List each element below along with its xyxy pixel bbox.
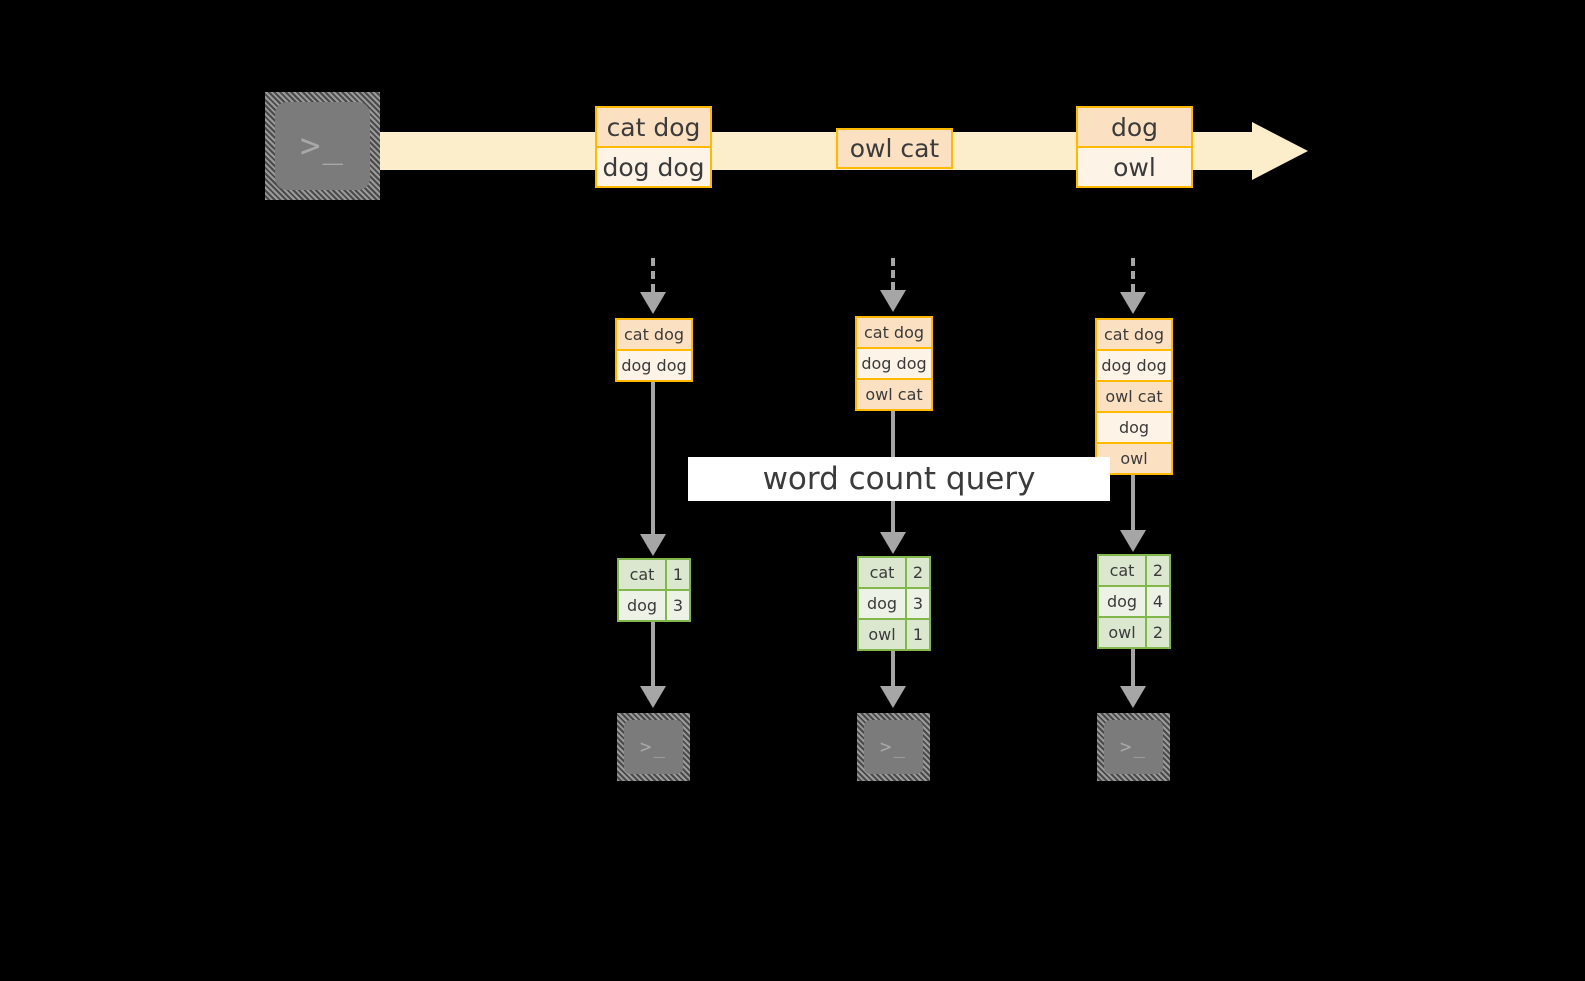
snapshot-2-event-log[interactable]: cat dog dog dog owl cat	[855, 316, 933, 411]
snapshot-1-sink-arrowhead	[640, 686, 666, 708]
log-entry: dog dog	[857, 347, 931, 378]
snapshot-1-event-log[interactable]: cat dog dog dog	[615, 318, 693, 382]
stream-event-line: dog dog	[597, 146, 710, 186]
result-word: dog	[859, 589, 905, 618]
sink-terminal-prompt-glyph: >_	[640, 736, 667, 758]
result-count: 2	[1145, 618, 1169, 647]
log-entry: dog	[1097, 411, 1171, 442]
result-count: 2	[1145, 556, 1169, 585]
stream-event-group-3[interactable]: dog owl	[1076, 106, 1193, 188]
sink-terminal-screen	[864, 720, 923, 774]
snapshot-3-trigger-arrowhead	[1120, 292, 1146, 314]
table-row: dog 4	[1099, 585, 1169, 616]
query-label: word count query	[688, 457, 1110, 501]
snapshot-2-sink-terminal-icon[interactable]: >_	[857, 713, 930, 781]
result-count: 2	[905, 558, 929, 587]
snapshot-2-result-table[interactable]: cat 2 dog 3 owl 1	[857, 556, 931, 651]
result-count: 1	[905, 620, 929, 649]
snapshot-3-sink-terminal-icon[interactable]: >_	[1097, 713, 1170, 781]
result-count: 3	[665, 591, 689, 620]
snapshot-1-query-line	[651, 382, 655, 534]
result-word: cat	[1099, 556, 1145, 585]
snapshot-2-trigger-arrowhead	[880, 290, 906, 312]
snapshot-3-event-log[interactable]: cat dog dog dog owl cat dog owl	[1095, 318, 1173, 475]
stream-event-group-1[interactable]: cat dog dog dog	[595, 106, 712, 188]
snapshot-2-query-arrowhead	[880, 532, 906, 554]
snapshot-2-sink-arrowhead	[880, 686, 906, 708]
log-entry: cat dog	[1097, 320, 1171, 349]
table-row: dog 3	[619, 589, 689, 620]
snapshot-3-sink-arrowhead	[1120, 686, 1146, 708]
sink-terminal-prompt-glyph: >_	[1120, 736, 1147, 758]
source-terminal-screen	[275, 102, 370, 190]
table-row: owl 1	[859, 618, 929, 649]
result-count: 4	[1145, 587, 1169, 616]
table-row: cat 2	[1099, 556, 1169, 585]
result-word: cat	[859, 558, 905, 587]
result-count: 3	[905, 589, 929, 618]
result-count: 1	[665, 560, 689, 589]
snapshot-1-query-arrowhead	[640, 534, 666, 556]
table-row: cat 2	[859, 558, 929, 587]
sink-terminal-screen	[624, 720, 683, 774]
stream-event-line: cat dog	[597, 108, 710, 146]
table-row: dog 3	[859, 587, 929, 618]
sink-terminal-prompt-glyph: >_	[880, 736, 907, 758]
snapshot-1-sink-line	[651, 622, 655, 686]
result-word: dog	[619, 591, 665, 620]
snapshot-3-query-line	[1131, 475, 1135, 530]
result-word: owl	[1099, 618, 1145, 647]
log-entry: dog dog	[1097, 349, 1171, 380]
stream-event-line: dog	[1078, 108, 1191, 146]
snapshot-3-query-arrowhead	[1120, 530, 1146, 552]
source-terminal-prompt-glyph: >_	[300, 126, 345, 166]
snapshot-3-sink-line	[1131, 649, 1135, 686]
result-word: dog	[1099, 587, 1145, 616]
stream-arrow-head	[1252, 122, 1308, 180]
result-word: cat	[619, 560, 665, 589]
snapshot-2-sink-line	[891, 651, 895, 686]
stream-event-line: owl cat	[838, 130, 951, 167]
snapshot-3-result-table[interactable]: cat 2 dog 4 owl 2	[1097, 554, 1171, 649]
snapshot-2-trigger-line	[891, 258, 895, 290]
snapshot-1-sink-terminal-icon[interactable]: >_	[617, 713, 690, 781]
source-terminal-icon[interactable]: >_	[265, 92, 380, 200]
log-entry: dog dog	[617, 349, 691, 380]
result-word: owl	[859, 620, 905, 649]
snapshot-1-result-table[interactable]: cat 1 dog 3	[617, 558, 691, 622]
snapshot-1-trigger-arrowhead	[640, 292, 666, 314]
stream-event-group-2[interactable]: owl cat	[836, 128, 953, 169]
table-row: owl 2	[1099, 616, 1169, 647]
log-entry: owl cat	[1097, 380, 1171, 411]
log-entry: cat dog	[857, 318, 931, 347]
snapshot-3-trigger-line	[1131, 258, 1135, 292]
table-row: cat 1	[619, 560, 689, 589]
sink-terminal-screen	[1104, 720, 1163, 774]
log-entry: owl cat	[857, 378, 931, 409]
snapshot-1-trigger-line	[651, 258, 655, 292]
log-entry: cat dog	[617, 320, 691, 349]
stream-event-line: owl	[1078, 146, 1191, 186]
